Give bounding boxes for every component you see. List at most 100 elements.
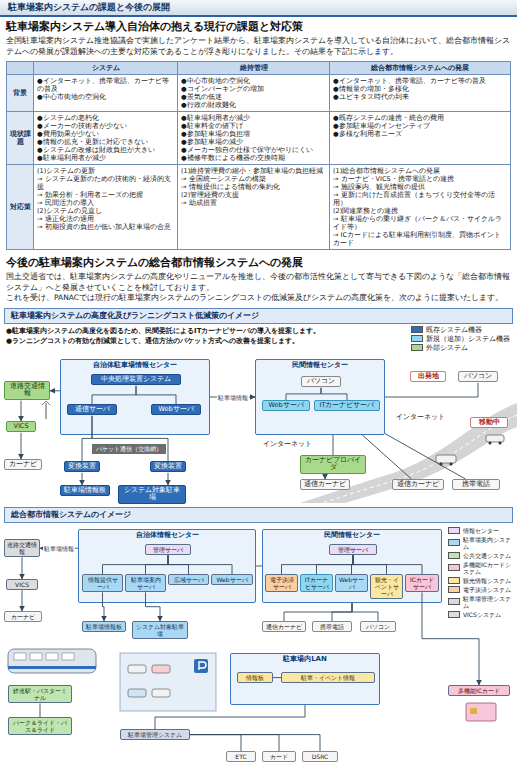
process-box: 駐車場管理システム (120, 729, 190, 740)
connector (273, 677, 281, 678)
diagram-area: パケット通信（交換網）インターネットインターネット自治体駐車場情報センター中央処… (0, 355, 517, 503)
train-window (46, 653, 58, 660)
car-body (486, 435, 504, 442)
process-box: パソコン (301, 376, 341, 388)
connector-label: 駐車場情報 (217, 393, 249, 400)
process-box: 情報提供サーバ (82, 574, 123, 592)
paragraph: 全国駐車場案内システム推進協議会で実施したアンケート結果から、駐車場案内システム… (6, 36, 511, 57)
train-window (62, 653, 74, 660)
table-header: システム (34, 62, 178, 75)
section-bar: 総合都市情報システムのイメージ (4, 507, 513, 523)
cell-line: → 適正化法の適用 (37, 215, 174, 223)
table-cell: (1)総合都市情報システムへの発展→ カーナビ・VICS・携帯電話との連携→ 施… (330, 165, 511, 250)
process-box: 出発地 (410, 371, 446, 383)
cell-line: ●インターネット、携帯電話、カーナビ等の普及 (37, 77, 174, 93)
cell-line: (2)システムの見直し (37, 207, 174, 215)
node-text: カード (265, 753, 293, 760)
node-text: 駐車・イベント情報 (284, 674, 372, 681)
car-body (152, 689, 170, 697)
node-text: カーナビ (7, 461, 39, 469)
process-box: 鉄道駅・バスターミナル (8, 685, 72, 703)
connector (21, 432, 22, 458)
group-box: 駐車場内LAN 情報板 駐車・イベント情報 (230, 653, 380, 705)
process-box: 通信サーバ (67, 404, 117, 416)
process-box: パソコン (458, 371, 498, 383)
process-box: カード (262, 751, 296, 762)
node-text: 情報板 (240, 674, 270, 681)
header-text: 維持管理 (181, 64, 326, 72)
node-text: 情報提供サーバ (85, 576, 120, 590)
node-text: 広域サーバ (171, 576, 206, 583)
process-box: 移動中 (470, 417, 508, 429)
process-box: 通信カーナビ (300, 479, 350, 491)
row-header-text: 現状課題 (8, 130, 32, 146)
cell-line: ●メーカーの技術者が少ない (37, 122, 174, 130)
paragraph-text: これを受け、PANACでは現行の駐車場案内システムのランニングコストの低減策及び… (6, 293, 511, 304)
network-text: パケット通信（交換網） (94, 445, 164, 453)
network-label: インターネット (262, 440, 313, 448)
cell-line: ●参加駐車場のインセンティブ (333, 122, 507, 130)
legend-item: 既存システム機器 (411, 326, 511, 334)
network-text: インターネット (396, 413, 445, 421)
process-box: ICカードサーバ (405, 574, 439, 592)
process-box: VICS (6, 579, 38, 590)
legend-text: 既存システム機器 (426, 326, 482, 334)
connector-layer (0, 525, 517, 767)
connector (82, 472, 83, 484)
paragraph: 国土交通省では、駐車場案内システムの高度化やリニューアルを推進し、今後の都市活性… (6, 272, 511, 304)
node-text: 通信カーナビ (265, 623, 303, 630)
process-box: 管理サーバ (329, 544, 377, 555)
process-box: 道路交通情報 (4, 381, 50, 401)
header-text: システム (37, 64, 174, 72)
cell-line: ●景気の低迷 (181, 93, 326, 101)
section-heading: 今後の駐車場案内システムの総合都市情報システムへの発展 (6, 256, 511, 270)
cell-line: → 施設案内、観光情報の提供 (333, 183, 507, 191)
legend-swatch (411, 326, 423, 333)
section-heading: 駐車場案内システム導入自治体の抱える現行の課題と対応策 (6, 20, 511, 34)
process-box: システム対象駐車場 (118, 485, 186, 505)
connector (21, 400, 22, 420)
connector (190, 734, 241, 750)
legend-item: 情報センター (448, 527, 514, 534)
cell-line: ●中心市街地の空洞化 (181, 77, 326, 85)
row-header: 背景 (7, 75, 34, 112)
process-box: Webサーバ (151, 404, 201, 416)
node-text: 通信カーナビ (395, 481, 441, 489)
process-box: 変換装置 (64, 461, 100, 473)
cell-line: ●システムの改修は財政負担が大きい (37, 146, 174, 154)
legend-item: VICSシステム (448, 611, 514, 618)
legend-item: 観光情報システム (448, 577, 514, 584)
process-box: 携帯電話 (312, 621, 352, 632)
process-box: ETC (226, 751, 256, 762)
process-box: 通信カーナビ (392, 479, 444, 491)
car-wheel (489, 441, 492, 444)
cell-line: ●駐車場利用者が減少 (37, 154, 174, 162)
process-box: 駐車場情報板 (82, 621, 126, 632)
legend-text: 電子決済システム (463, 586, 511, 593)
process-box: 管理サーバ (145, 544, 191, 555)
group-box: 民間情報センター管理サーバ電子決済サーバITカーナビサーバWebサーバ観光・イベ… (262, 529, 442, 603)
cell-line: → カーナビ・VICS・携帯電話との連携 (333, 175, 507, 183)
node-text: 駐車場情報板 (85, 623, 123, 630)
bar-text: 駐車場案内システムの高度化及びランニングコスト低減策のイメージ (11, 311, 506, 321)
node-text: 通信サーバ (70, 406, 114, 414)
bullet-text: ●駐車場案内システムの高度化を図るため、民間委託によるITカーナビサーバの導入を… (6, 326, 405, 336)
process-box: システム対象駐車場 (132, 621, 188, 639)
ic-chip (470, 708, 477, 714)
legend-swatch (448, 598, 460, 605)
section-bar: 駐車場案内システムの高度化及びランニングコスト低減策のイメージ (4, 308, 513, 324)
section-bar-text: 駐車場案内システムの高度化及びランニングコスト低減策のイメージ (11, 311, 506, 321)
node-heading: 駐車場内LAN (233, 655, 377, 663)
node-text: Webサーバ (154, 406, 198, 414)
cell-line: → 助成措置 (181, 199, 326, 207)
legend-item: 外部システム (411, 344, 511, 352)
cell-line: ●補修年数による機器の交換時期 (181, 154, 326, 162)
issue-table: システム維持管理総合都市情報システムへの発展背景●インターネット、携帯電話、カー… (6, 61, 511, 250)
node-text: 鉄道駅・バスターミナル (11, 687, 69, 701)
cell-line: ●駐車料金の値下げ (181, 122, 326, 130)
legend: 情報センター駐車場案内システム公共交通システム多機能ICカードシステム観光情報シ… (448, 527, 514, 620)
node-text: 出発地 (413, 373, 443, 381)
cell-line: → 全国統一システムの構築 (181, 175, 326, 183)
connector (155, 705, 305, 729)
train-window (30, 653, 42, 660)
